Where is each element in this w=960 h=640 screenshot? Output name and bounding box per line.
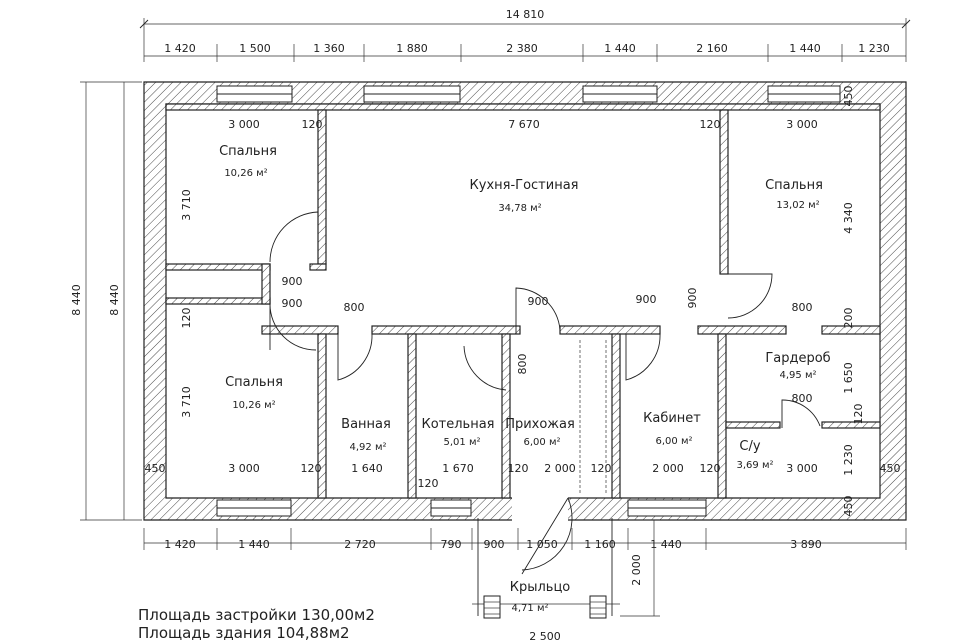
opening-4: 900 [528,295,549,308]
room-labels: Спальня 10,26 м² Кухня-Гостиная 34,78 м²… [219,144,831,614]
room-area-study: 6,00 м² [656,436,693,447]
room-area-hallway: 6,00 м² [524,437,561,448]
inner-bottom-8: 2 000 [652,462,684,475]
inner-bottom-1: 3 000 [228,462,260,475]
opening-1: 900 [282,275,303,288]
top-dim-6: 1 440 [604,42,636,55]
inner-bottom-6: 2 000 [544,462,576,475]
inner-bottom-2: 120 [301,462,322,475]
room-area-boiler: 5,01 м² [444,437,481,448]
inner-bottom-3: 1 640 [351,462,383,475]
opening-9: 800 [792,392,813,405]
room-area-bedroom-3: 10,26 м² [232,400,275,411]
edge-right-dim: 450 [880,462,901,475]
porch: 2 000 2 500 [472,518,660,640]
porch-width-label: 2 500 [529,630,561,640]
edge-left-dim: 450 [145,462,166,475]
bottom-dimensions: 1 420 1 440 2 720 790 900 1 050 1 160 1 … [143,528,907,551]
opening-8: 800 [516,354,529,375]
room-name-bedroom-2: Спальня [765,178,823,193]
top-dim-8: 1 440 [789,42,821,55]
inner-bottom-dimensions: 3 000 120 1 640 1 670 120 2 000 120 2 00… [228,462,818,490]
area-summary: Площадь застройки 130,00м2 Площадь здани… [138,606,375,640]
inner-bottom-120: 120 [418,477,439,490]
room-name-wardrobe: Гардероб [765,351,830,366]
room-name-study: Кабинет [643,411,701,426]
windows [216,85,841,517]
overall-height-label: 8 440 [70,284,83,316]
inner-bottom-9: 120 [700,462,721,475]
room-name-porch: Крыльцо [510,580,571,595]
right-mid2-dim: 1 650 [842,362,855,394]
top-dimensions: 14 810 1 420 1 500 1 360 1 880 2 380 1 4… [139,8,911,62]
room-area-kitchen-living: 34,78 м² [498,203,541,214]
bottom-dim-4: 790 [441,538,462,551]
room-area-porch: 4,71 м² [512,603,549,614]
right-mid4-dim: 1 230 [842,444,855,476]
opening-7: 800 [792,301,813,314]
right-mid1-dim: 200 [842,308,855,329]
room-name-boiler: Котельная [421,417,494,432]
bottom-dim-8: 1 440 [650,538,682,551]
inner-bottom-4: 1 670 [442,462,474,475]
top-dim-3: 1 360 [313,42,345,55]
opening-dimensions: 900 900 800 900 900 900 800 800 800 [282,275,813,405]
inner-top-2: 120 [302,118,323,131]
bottom-dim-1: 1 420 [164,538,196,551]
inner-top-1: 3 000 [228,118,260,131]
inner-top-4: 120 [700,118,721,131]
right-upper-dim: 4 340 [842,202,855,234]
room-name-hallway: Прихожая [505,417,575,432]
inner-top-5: 3 000 [786,118,818,131]
opening-3: 800 [344,301,365,314]
opening-6: 900 [686,288,699,309]
left-upper-dim: 3 710 [180,189,193,221]
top-dim-1: 1 420 [164,42,196,55]
doors [269,211,821,575]
room-area-wardrobe: 4,95 м² [780,370,817,381]
footer-building-area: Площадь застройки 130,00м2 [138,606,375,624]
bottom-dim-3: 2 720 [344,538,376,551]
room-area-bathroom: 4,92 м² [350,442,387,453]
inner-bottom-7: 120 [591,462,612,475]
interior-walls [165,103,881,499]
opening-5: 900 [636,293,657,306]
room-name-bathroom: Ванная [341,417,391,432]
opening-2: 900 [282,297,303,310]
inner-top-3: 7 670 [508,118,540,131]
inner-bottom-5: 120 [508,462,529,475]
footer-house-area: Площадь здания 104,88м2 [138,624,350,640]
left-lower-dim: 3 710 [180,386,193,418]
room-name-bedroom-3: Спальня [225,375,283,390]
top-dim-9: 1 230 [858,42,890,55]
inner-top-dimensions: 3 000 120 7 670 120 3 000 [228,118,818,131]
room-area-bedroom-1: 10,26 м² [224,168,267,179]
side-dimensions: 3 710 120 3 710 4 340 200 1 650 120 1 23… [145,86,901,517]
bottom-dim-6: 1 050 [526,538,558,551]
room-name-wc: С/у [739,439,760,454]
room-name-bedroom-1: Спальня [219,144,277,159]
top-dim-5: 2 380 [506,42,538,55]
room-area-wc: 3,69 м² [737,460,774,471]
right-mid3-dim: 120 [852,404,865,425]
room-name-kitchen-living: Кухня-Гостиная [470,178,579,193]
right-top-dim: 450 [842,86,855,107]
bottom-dim-5: 900 [484,538,505,551]
bottom-dim-7: 1 160 [584,538,616,551]
top-dim-7: 2 160 [696,42,728,55]
room-area-bedroom-2: 13,02 м² [776,200,819,211]
overall-width-label: 14 810 [506,8,545,21]
right-bottom-dim: 450 [842,496,855,517]
left-dimensions: 8 440 8 440 [70,81,142,521]
top-dim-4: 1 880 [396,42,428,55]
overall-height-inner-label: 8 440 [108,284,121,316]
top-dim-2: 1 500 [239,42,271,55]
bottom-dim-9: 3 890 [790,538,822,551]
porch-height-label: 2 000 [630,554,643,586]
left-mid-dim: 120 [180,308,193,329]
bottom-dim-2: 1 440 [238,538,270,551]
inner-bottom-10: 3 000 [786,462,818,475]
